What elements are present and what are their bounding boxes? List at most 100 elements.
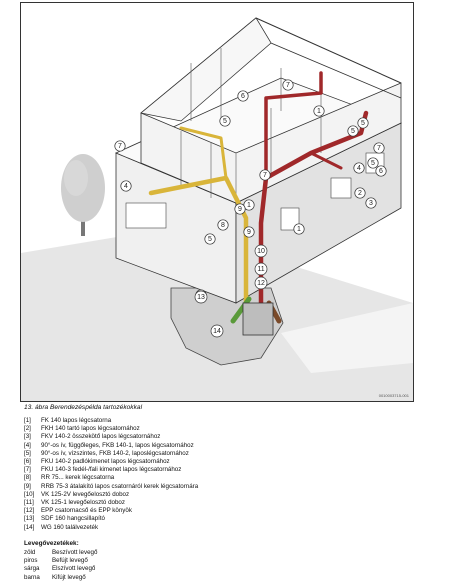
legend-text: FK 140 lapos légcsatorna	[41, 417, 112, 424]
legend-number: [6]	[24, 458, 31, 466]
callout-13: 13	[194, 290, 208, 304]
windows	[125, 152, 385, 231]
legend-text: SDF 160 hangcsillapító	[41, 515, 105, 523]
legend-text: WG 160 találvezeték	[41, 523, 99, 531]
callout-number: 5	[371, 160, 375, 167]
legend-text: 90°-os ív, vízszintes, FKB 140-2, laposl…	[41, 449, 189, 457]
supply-branch	[309, 151, 343, 170]
tree	[61, 154, 105, 236]
airflow-color: barna	[24, 573, 40, 581]
callout-number: 11	[257, 266, 264, 273]
extract-branch	[179, 126, 228, 180]
legend-row: [10]VK 125-2V levegőelosztó doboz	[24, 491, 424, 499]
legend-text: RR 75... kerek légcsatorna	[41, 474, 115, 482]
legend-number: [10]	[24, 490, 35, 498]
house-ventilation-figure: 11123445555566777788991011121314 0010003…	[20, 2, 414, 402]
house-cutaway-illustration: 11123445555566777788991011121314 0010003…	[21, 17, 413, 401]
legend-number: [2]	[24, 425, 31, 433]
legend-row: [4] 90°-os ív, függőleges, FKB 140-1, lap…	[24, 442, 424, 450]
callout-number: 5	[351, 128, 355, 135]
parts-legend: [1] FK 140 lapos légcsatorna [2] FKH 140 ta…	[24, 417, 424, 532]
callout-5: 5	[367, 157, 379, 169]
airflow-text: Elszívott levegő	[52, 565, 96, 573]
callout-number: 4	[124, 183, 128, 190]
legend-text: FKU 140-2 padlókimenet lapos légcsatorná…	[41, 458, 170, 466]
legend-row: [13] SDF 160 hangcsillapító	[24, 515, 424, 523]
supply-duct	[258, 110, 369, 316]
callout-number: 1	[247, 202, 251, 209]
legend-text: EPP csatornacső és EPP könyök	[41, 507, 132, 515]
callout-circle	[313, 105, 325, 117]
callout-circle	[373, 142, 385, 154]
legend-number: [5]	[24, 449, 31, 457]
legend-number: [3]	[24, 433, 31, 441]
legend-row: [11]VK 125-1 levegőelosztó doboz	[24, 499, 424, 507]
callout-circle	[293, 223, 305, 235]
callout-1: 1	[293, 223, 305, 235]
legend-number: [14]	[24, 523, 35, 531]
callout-circle	[217, 219, 229, 231]
callout-2: 2	[354, 187, 366, 199]
legend-text: FKV 140-2 összekötő lapos légcsatornához	[41, 433, 161, 441]
callout-circle	[237, 90, 249, 102]
callout-number: 10	[257, 248, 265, 255]
legend-text: FKU 140-3 fedél-/fali kimenet lapos légc…	[41, 466, 182, 474]
legend-number: [11]	[24, 499, 34, 507]
callout-circle	[282, 79, 294, 91]
legend-number: [13]	[24, 515, 35, 523]
callout-5: 5	[357, 117, 369, 129]
callout-circle	[367, 157, 379, 169]
callout-7: 7	[114, 140, 126, 152]
callout-number: 6	[241, 93, 245, 100]
gable-wall	[140, 17, 272, 122]
callout-number: 9	[247, 229, 251, 236]
legend-row: [7] FKU 140-3 fedél-/fali kimenet lapos l…	[24, 466, 424, 474]
legend-text: 90°-os ív, függőleges, FKB 140-1, lapos …	[41, 441, 194, 449]
callout-number: 14	[213, 328, 221, 335]
callout-circle	[120, 180, 132, 192]
legend-number: [8]	[24, 474, 31, 482]
legend-row: [14] WG 160 találvezeték	[24, 524, 424, 532]
callout-circle	[353, 162, 365, 174]
callout-circle	[347, 125, 359, 137]
callout-circle	[254, 244, 268, 258]
legend-row: [3] FKV 140-2 összekötő lapos légcsatorná…	[24, 433, 424, 441]
legend-number: [12]	[24, 507, 35, 515]
callout-9: 9	[243, 226, 255, 238]
interior-partitions	[180, 48, 322, 203]
legend-text: FKH 140 tartó lapos légcsatornához	[41, 425, 140, 433]
callout-number: 4	[357, 165, 361, 172]
callout-5: 5	[219, 115, 231, 127]
callout-circle	[254, 276, 268, 290]
airflow-color: zöld	[24, 549, 36, 556]
callout-number: 7	[286, 82, 290, 89]
callout-circle	[259, 169, 271, 181]
extract-duct	[148, 175, 249, 316]
callout-1: 1	[313, 105, 325, 117]
legend-number: [7]	[24, 466, 31, 474]
callout-number: 7	[118, 143, 122, 150]
legend-row: [1] FK 140 lapos légcsatorna	[24, 417, 424, 425]
legend-number: [4]	[24, 441, 31, 449]
callout-6: 6	[237, 90, 249, 102]
legend-row: [5] 90°-os ív, vízszintes, FKB 140-2, lap…	[24, 450, 424, 458]
callout-number: 5	[361, 120, 365, 127]
path-surface	[281, 303, 413, 373]
callout-number: 7	[263, 172, 267, 179]
callout-number: 2	[358, 190, 362, 197]
airflow-title: Levegővezetékek:	[24, 540, 79, 547]
airflow-color: piros	[24, 557, 38, 565]
callout-circle	[204, 233, 216, 245]
legend-row: [2] FKH 140 tartó lapos légcsatornához	[24, 425, 424, 433]
figure-caption: 13. ábra Berendezéspélda tartozékokkal	[24, 404, 143, 411]
callout-14: 14	[210, 324, 224, 338]
callout-6: 6	[375, 165, 387, 177]
callout-circle	[357, 117, 369, 129]
legend-row: [8] RR 75... kerek légcsatorna	[24, 474, 424, 482]
callout-number: 12	[257, 280, 265, 287]
legend-number: [1]	[24, 417, 31, 424]
